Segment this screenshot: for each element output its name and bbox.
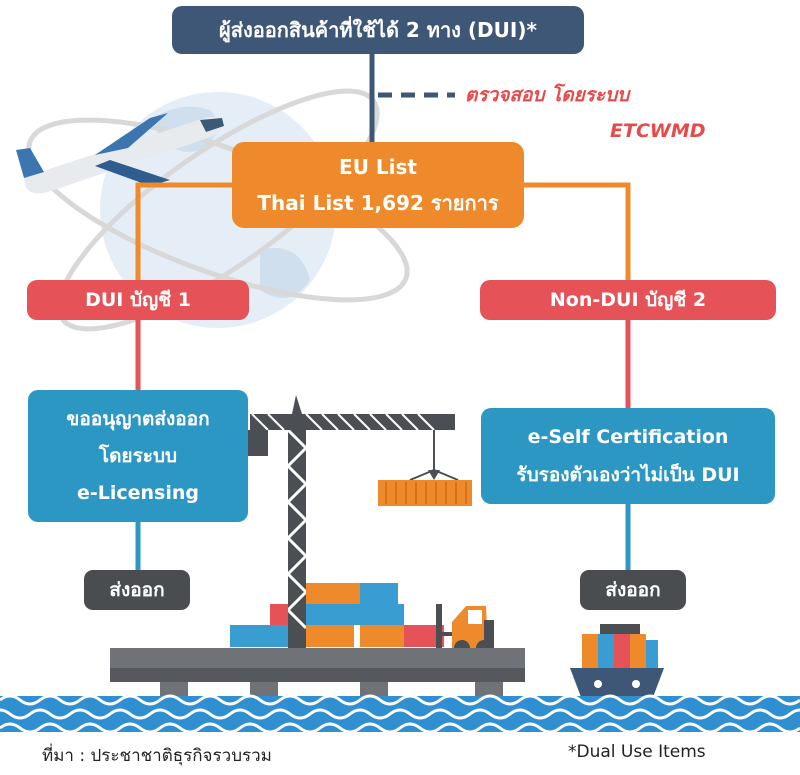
container-stack [230, 583, 444, 647]
dui-action-line2: โดยระบบ [98, 444, 178, 467]
check-label-line1: ตรวจสอบ โดยระบบ [465, 84, 630, 106]
self-certification-box: e-Self Certification รับรองตัวเองว่าไม่เ… [481, 408, 775, 504]
cargo-ship-icon [570, 624, 664, 705]
source-note: ที่มา : ประชาชาติธุรกิจรวบรวม [42, 746, 272, 766]
thai-list-label: Thai List 1,692 รายการ [257, 191, 499, 215]
dui-label: DUI บัญชี 1 [85, 289, 191, 311]
airplane-icon [16, 113, 224, 194]
title-text: ผู้ส่งออกสินค้าที่ใช้ได้ 2 ทาง (DUI)* [219, 18, 537, 42]
non-dui-export-label: ส่งออก [605, 579, 661, 601]
non-dui-branch-box: Non-DUI บัญชี 2 [480, 280, 776, 320]
non-dui-action-line1: e-Self Certification [527, 426, 729, 448]
hanging-container [378, 480, 472, 506]
water [0, 694, 800, 734]
forklift-icon [436, 604, 494, 656]
dui-export-box: ส่งออก [84, 570, 190, 610]
e-licensing-box: ขออนุญาตส่งออก โดยระบบ e-Licensing [28, 390, 248, 522]
flow-connectors [135, 54, 631, 570]
crane-icon [244, 395, 459, 648]
dui-action-line3: e-Licensing [76, 481, 199, 504]
check-label-line2: ETCWMD [610, 120, 706, 142]
dual-use-footnote: *Dual Use Items [568, 742, 706, 762]
eu-list-label: EU List [339, 155, 417, 179]
control-lists-box: EU List Thai List 1,692 รายการ [232, 142, 524, 228]
exporter-title-box: ผู้ส่งออกสินค้าที่ใช้ได้ 2 ทาง (DUI)* [172, 6, 584, 54]
non-dui-action-line2: รับรองตัวเองว่าไม่เป็น DUI [516, 464, 740, 486]
non-dui-label: Non-DUI บัญชี 2 [549, 289, 707, 311]
dui-action-line1: ขออนุญาตส่งออก [66, 407, 210, 430]
dui-export-label: ส่งออก [109, 579, 165, 601]
non-dui-export-box: ส่งออก [580, 570, 686, 610]
dui-branch-box: DUI บัญชี 1 [27, 280, 249, 320]
pier [110, 648, 525, 702]
